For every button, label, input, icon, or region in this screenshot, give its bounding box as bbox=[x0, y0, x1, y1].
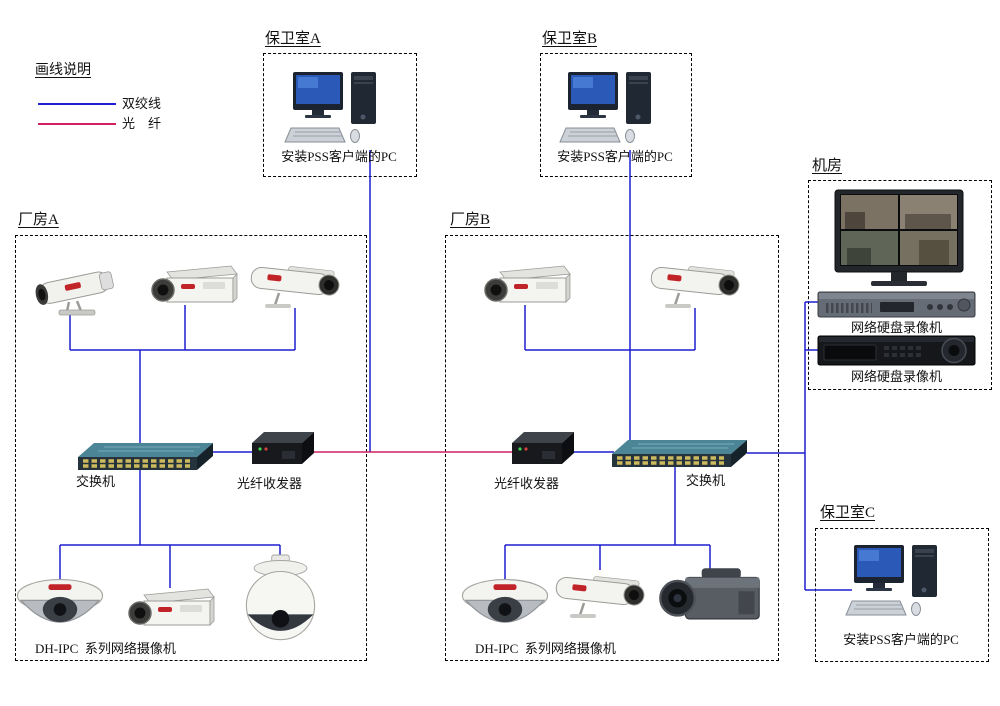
factory-a-switch-label: 交换机 bbox=[76, 474, 116, 489]
guard-b-pc-workstation bbox=[559, 71, 652, 143]
factory-b-dome-camera bbox=[461, 579, 549, 623]
legend-title: 画线说明 bbox=[35, 63, 91, 78]
factory-a-bullet-camera-2 bbox=[249, 261, 342, 310]
factory-b-cameras-label: DH-IPC 系列网络摄像机 bbox=[475, 641, 616, 656]
server-room-nvr-2 bbox=[816, 334, 977, 367]
factory-b-switch bbox=[610, 438, 749, 469]
factory-b-switch-label: 交换机 bbox=[686, 473, 726, 488]
guard-room-c-title: 保卫室C bbox=[820, 505, 876, 521]
legend-fiber-label: 光 纤 bbox=[122, 116, 162, 131]
factory-a-cameras-label: DH-IPC 系列网络摄像机 bbox=[35, 641, 176, 656]
factory-b-box-camera bbox=[484, 265, 571, 303]
legend-fiber-swatch bbox=[38, 123, 116, 125]
factory-a-box-camera-bottom bbox=[128, 588, 215, 626]
nvr2-label: 网络硬盘录像机 bbox=[850, 369, 942, 384]
guard-a-pc-workstation bbox=[284, 71, 377, 143]
guard-room-c-pc-label: 安装PSS客户端的PC bbox=[843, 632, 959, 647]
guard-room-b-pc-label: 安装PSS客户端的PC bbox=[557, 149, 673, 164]
zone-factory-a bbox=[15, 235, 367, 661]
zone-guard-room-a bbox=[263, 53, 417, 177]
guard-room-a-pc-label: 安装PSS客户端的PC bbox=[281, 149, 397, 164]
server-room-nvr-1 bbox=[818, 292, 975, 317]
guard-room-a-title: 保卫室A bbox=[265, 31, 321, 47]
factory-a-box-camera bbox=[151, 265, 238, 303]
factory-a-ptz-camera bbox=[245, 554, 316, 641]
factory-a-title: 厂房A bbox=[18, 212, 59, 228]
nvr1-label: 网络硬盘录像机 bbox=[850, 320, 942, 335]
factory-b-title: 厂房B bbox=[450, 212, 491, 228]
zone-factory-b bbox=[445, 235, 779, 661]
zone-guard-room-c bbox=[815, 528, 989, 662]
server-room-title: 机房 bbox=[812, 158, 843, 174]
factory-a-switch bbox=[76, 441, 215, 472]
legend-twisted-pair-swatch bbox=[38, 103, 116, 105]
factory-a-bullet-camera-1 bbox=[32, 268, 116, 317]
legend-twisted-pair-label: 双绞线 bbox=[122, 96, 162, 111]
factory-b-camcorder-camera bbox=[659, 567, 761, 621]
factory-b-bullet-camera-bottom bbox=[554, 571, 647, 620]
server-room-cctv-monitor bbox=[834, 189, 964, 287]
guard-room-b-title: 保卫室B bbox=[542, 31, 598, 47]
factory-b-bullet-camera bbox=[649, 261, 742, 310]
factory-a-fiber-transceiver bbox=[252, 432, 314, 464]
factory-b-transceiver-label: 光纤收发器 bbox=[494, 476, 560, 491]
zone-guard-room-b bbox=[540, 53, 692, 177]
guard-c-pc-workstation bbox=[845, 544, 938, 616]
factory-b-fiber-transceiver bbox=[512, 432, 574, 464]
zone-server-room bbox=[808, 180, 992, 390]
factory-a-transceiver-label: 光纤收发器 bbox=[237, 476, 303, 491]
factory-a-dome-camera bbox=[16, 579, 104, 623]
